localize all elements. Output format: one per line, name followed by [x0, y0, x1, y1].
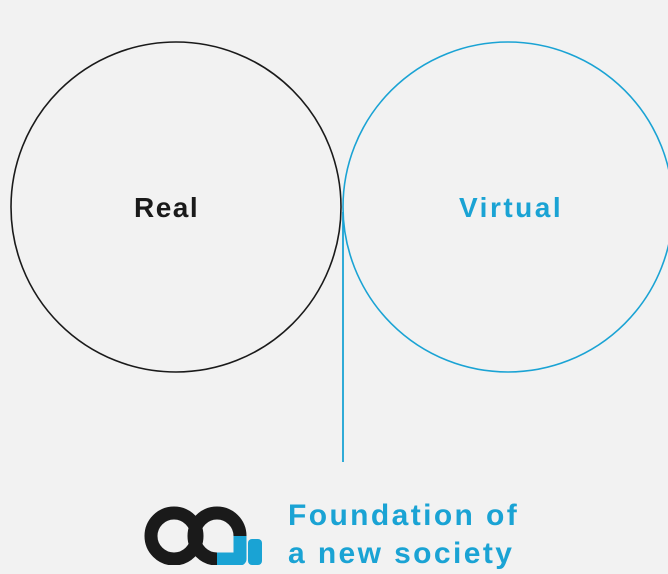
real-circle [10, 41, 342, 373]
virtual-circle [342, 41, 668, 373]
caption-line-2: a new society [288, 537, 515, 570]
real-label: Real [134, 192, 200, 223]
caption-line-1: Foundation of [288, 499, 520, 532]
virtual-label: Virtual [459, 192, 564, 223]
foundation-caption: Foundation of a new society [288, 497, 519, 573]
aa-logo-icon [144, 506, 262, 565]
